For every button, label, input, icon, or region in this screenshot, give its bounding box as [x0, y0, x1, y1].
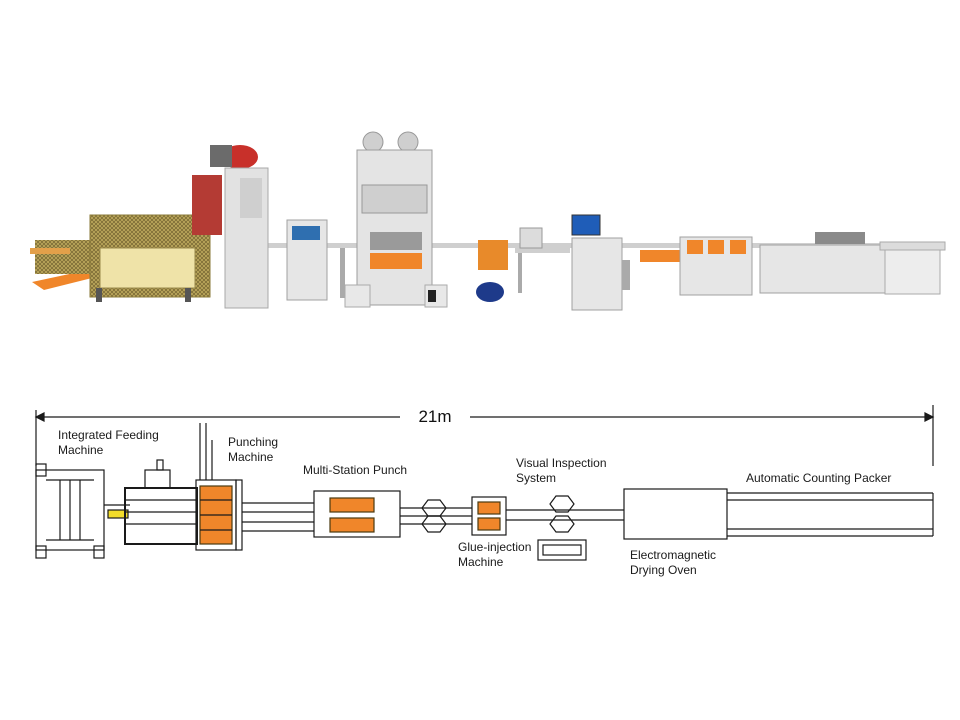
feeding-machine-illustration [30, 145, 269, 309]
feeding-machine-label-line1: Integrated Feeding [58, 428, 159, 442]
glue-injection-label-line1: Glue-injection [458, 540, 531, 554]
punching-machine-label-line2: Machine [228, 450, 274, 464]
transfer-conveyor-illustration [622, 250, 680, 290]
multi-station-punch-schematic [313, 490, 401, 538]
control-cabinet-illustration [286, 219, 345, 301]
feeding-machine-label-line2: Machine [58, 443, 104, 457]
counting-packer-schematic [727, 492, 934, 537]
visual-inspection-illustration [519, 214, 623, 311]
layout-schematic [34, 405, 935, 561]
conveyor-segment-2 [400, 499, 472, 533]
dimension-line [34, 405, 935, 466]
conveyor-segment-3 [506, 495, 624, 533]
glue-machine-illustration [476, 240, 570, 302]
multi-station-punch-label: Multi-Station Punch [303, 463, 407, 477]
drying-oven-illustration [679, 236, 753, 296]
total-length-label: 21m [418, 407, 451, 426]
punch-press-illustration [344, 131, 448, 308]
conveyor-segment-1 [242, 502, 314, 532]
drying-oven-label-line1: Electromagnetic [630, 548, 716, 562]
drying-oven-schematic [623, 488, 728, 540]
glue-injection-label-line2: Machine [458, 555, 504, 569]
glue-injection-schematic [471, 496, 587, 561]
counting-packer-illustration [759, 232, 946, 295]
counting-packer-label: Automatic Counting Packer [746, 471, 891, 485]
visual-inspection-label-line1: Visual Inspection [516, 456, 607, 470]
punching-machine-schematic [195, 423, 243, 551]
visual-inspection-label-line2: System [516, 471, 556, 485]
punching-machine-label-line1: Punching [228, 435, 278, 449]
feeding-machine-schematic [35, 459, 198, 559]
machine-photo-illustration [30, 131, 946, 311]
drying-oven-label-line2: Drying Oven [630, 563, 697, 577]
